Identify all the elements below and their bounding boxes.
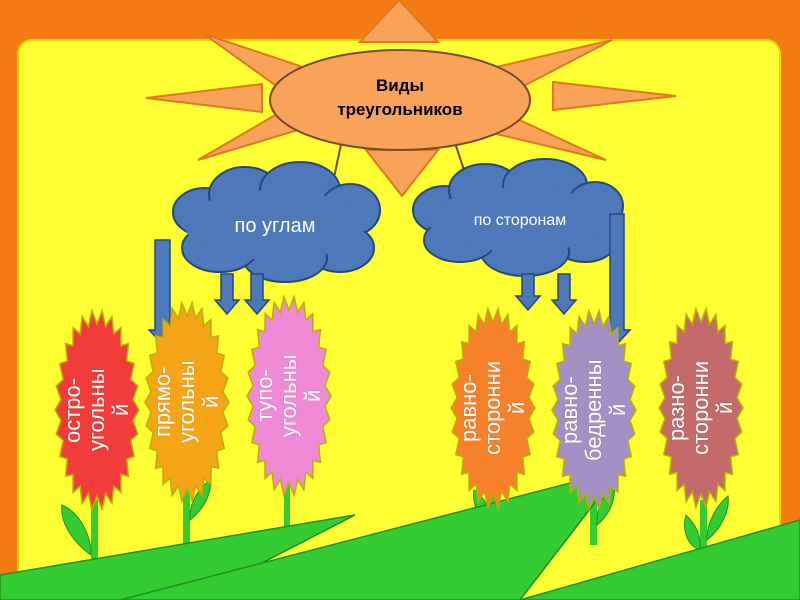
cloud-sides xyxy=(412,158,624,277)
arrows xyxy=(147,213,632,346)
cloud-sides-label: по сторонам xyxy=(473,212,567,229)
flower-2 xyxy=(144,300,230,504)
sun-title-line-1: Виды xyxy=(375,76,425,95)
arrow-down-5 xyxy=(550,273,578,316)
cloud-angles xyxy=(172,161,381,283)
sun xyxy=(269,49,531,151)
flower-4 xyxy=(450,306,536,510)
flower-1 xyxy=(54,308,140,512)
arrow-down-2 xyxy=(213,273,241,316)
flower-2-label: прямо- угольны й xyxy=(150,360,223,444)
flower-6-label: разно- сторонни й xyxy=(664,360,737,456)
sun-title: Виды треугольников xyxy=(300,74,500,122)
flower-stem-6 xyxy=(684,495,729,565)
flower-3 xyxy=(246,294,332,498)
grass xyxy=(0,468,800,600)
flower-stem-1 xyxy=(61,500,98,575)
cloud-angles-label: по углам xyxy=(234,215,316,237)
sun-ray-left xyxy=(145,82,263,114)
flower-3-label: тупо- угольны й xyxy=(252,354,325,438)
sun-title-line-2: треугольников xyxy=(337,100,463,119)
sun-ray-top xyxy=(357,0,441,43)
flower-stem-3 xyxy=(284,480,290,530)
sun-rays xyxy=(145,0,677,198)
arrow-down-4 xyxy=(514,273,542,312)
flower-4-label: равно- сторонни й xyxy=(456,360,529,456)
sun-ray-right xyxy=(552,80,677,112)
flower-6 xyxy=(658,306,744,510)
flower-5 xyxy=(551,308,637,512)
arrow-down-3 xyxy=(243,273,271,316)
flower-5-label: равно- бедренны й xyxy=(557,359,630,461)
flowers xyxy=(54,294,744,512)
flower-1-label: остро- угольны й xyxy=(60,368,133,452)
